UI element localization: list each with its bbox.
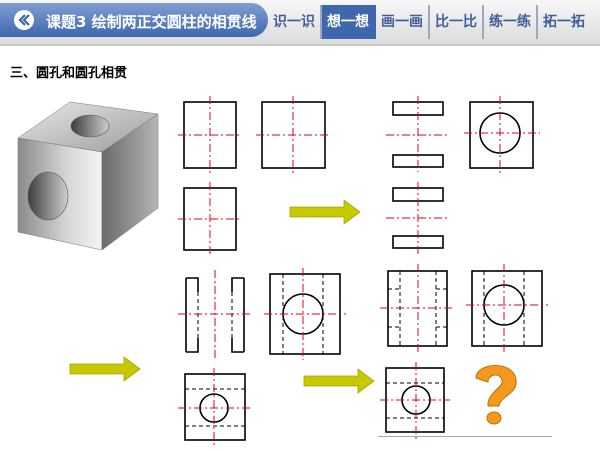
header-bar: 课题3 绘制两正交圆柱的相贯线 识一识 想一想 画一画 比一比 练一练 拓一拓 xyxy=(0,0,600,46)
divider-line xyxy=(378,436,552,437)
question-mark-icon xyxy=(475,365,517,425)
cube-with-holes-image xyxy=(17,101,159,251)
tab-draw[interactable]: 画一画 xyxy=(376,5,430,39)
tab-compare[interactable]: 比一比 xyxy=(430,5,484,39)
tab-think[interactable]: 想一想 xyxy=(322,5,376,39)
tab-recognize[interactable]: 识一识 xyxy=(268,5,322,39)
right-arrow-icon xyxy=(69,199,375,394)
section-title: 三、圆孔和圆孔相贯 xyxy=(10,66,128,81)
tab-practice[interactable]: 练一练 xyxy=(484,5,538,39)
final-side-view xyxy=(471,270,543,347)
page-title: 课题3 绘制两正交圆柱的相贯线 xyxy=(46,13,257,31)
center-lines xyxy=(178,96,548,446)
left-front-right-edge xyxy=(231,277,245,353)
bottom-top-view xyxy=(184,373,246,441)
chevron-left-icon[interactable] xyxy=(14,10,34,30)
title-bar: 课题3 绘制两正交圆柱的相贯线 xyxy=(0,3,268,37)
hole-side-view-box xyxy=(469,101,534,169)
tab-extend[interactable]: 拓一拓 xyxy=(543,14,585,30)
left-front-left-edge xyxy=(185,277,199,353)
tab-bar: 识一识 想一想 画一画 比一比 练一练 拓一拓 xyxy=(268,5,590,39)
